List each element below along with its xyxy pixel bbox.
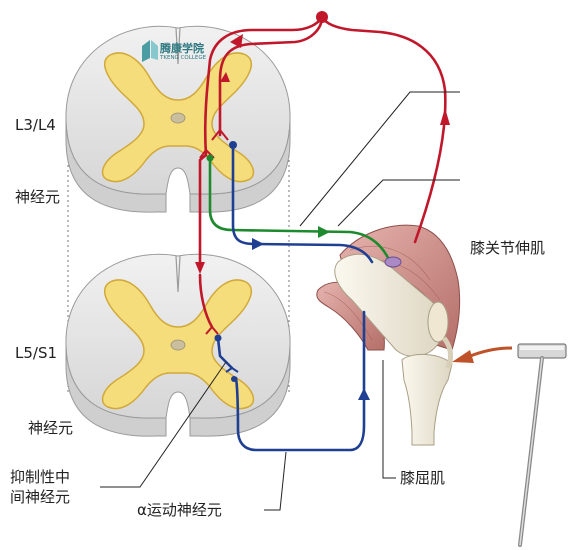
- dorsal-root-ganglion-icon: [316, 11, 328, 23]
- upper-segment-label: L3/L4: [15, 116, 56, 134]
- sensory-downward-arrow-icon: [195, 262, 205, 274]
- label-leader-lines: [100, 91, 460, 511]
- lower-motor-efferent-pathway: [216, 310, 366, 452]
- lower-spinal-cord-section: [65, 253, 291, 437]
- sensory-upward-arrow-icon: [440, 108, 450, 125]
- sensory-afferent-pathway: [198, 15, 447, 329]
- tap-arrow-icon: [452, 346, 513, 363]
- lower-segment-label: L5/S1: [15, 344, 58, 362]
- inhibitory-interneuron-icon: [214, 334, 222, 342]
- inhibitory-pathway: [208, 156, 392, 264]
- sensory-inward-arrow-icon: [230, 34, 243, 48]
- femur: [334, 253, 444, 357]
- lower-neuron-label: 神经元: [28, 419, 74, 437]
- flexor-muscle-label: 膝屈肌: [400, 469, 446, 487]
- knee-joint-illustration: [316, 224, 461, 446]
- interneuron-label-line1: 抑制性中: [10, 468, 71, 486]
- upper-spinal-cord-section: [65, 25, 291, 213]
- watermark-name: 腾康学院: [160, 42, 204, 55]
- lower-synapse-terminals: [205, 326, 219, 335]
- tibia: [401, 354, 453, 446]
- reflex-hammer-icon: [517, 343, 567, 547]
- extensor-muscle-label: 膝关节伸肌: [470, 239, 546, 257]
- alpha-motor-neuron-label: α运动神经元: [137, 501, 222, 519]
- patellar-tendon: [441, 336, 454, 369]
- watermark-logo: [142, 40, 158, 62]
- upper-neuron-label: 神经元: [15, 188, 61, 206]
- watermark-subtitle: TKENG COLLEGE: [160, 55, 207, 61]
- muscle-spindle-icon: [384, 256, 402, 268]
- interneuron-label-line2: 间神经元: [10, 488, 71, 506]
- patella: [427, 301, 449, 343]
